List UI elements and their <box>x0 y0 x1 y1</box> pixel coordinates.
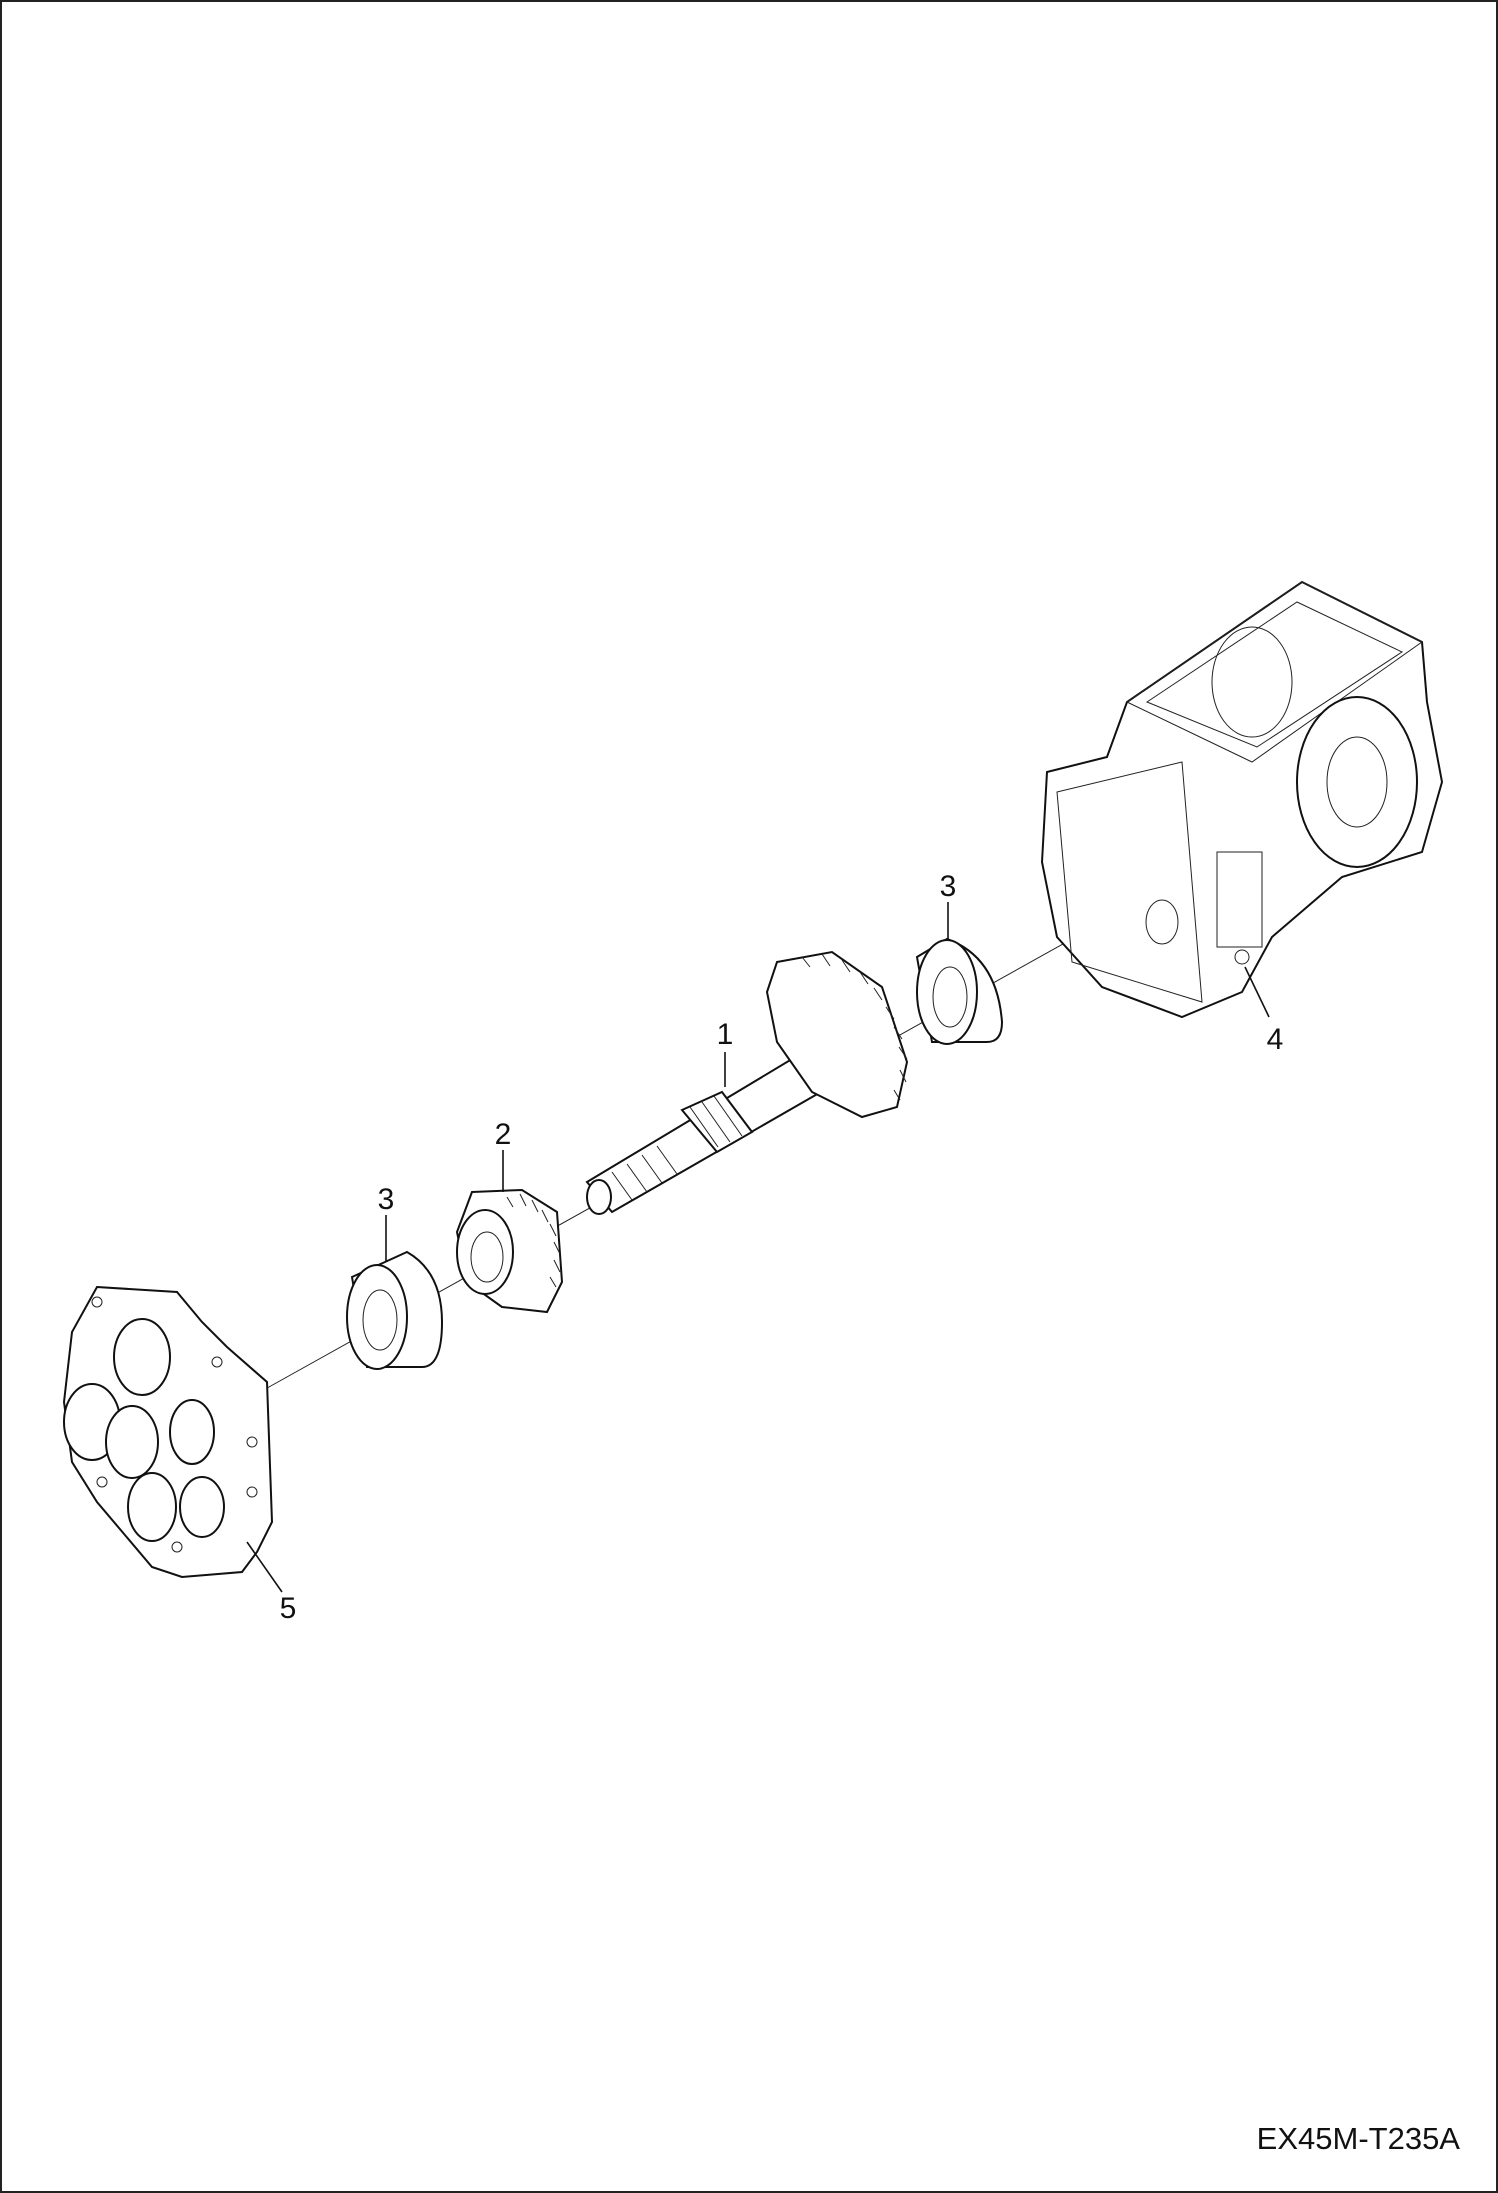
callout-2: 2 <box>494 1118 512 1151</box>
callout-4: 4 <box>1266 1023 1284 1056</box>
callout-1: 1 <box>716 1018 734 1051</box>
shaft-part <box>585 950 909 1215</box>
callout-3-right: 3 <box>939 870 957 903</box>
bearing-left-part <box>346 1250 444 1370</box>
bearing-right-part <box>915 937 1004 1045</box>
callout-3-left: 3 <box>377 1183 395 1216</box>
cover-part <box>62 1285 274 1579</box>
leader-4 <box>1244 966 1270 1018</box>
leader-5 <box>246 1541 283 1593</box>
callout-5: 5 <box>279 1592 297 1625</box>
gear-part <box>455 1188 564 1314</box>
figure-id: EX45M-T235A <box>1256 2121 1460 2156</box>
transmission-case-part <box>1040 580 1444 1019</box>
